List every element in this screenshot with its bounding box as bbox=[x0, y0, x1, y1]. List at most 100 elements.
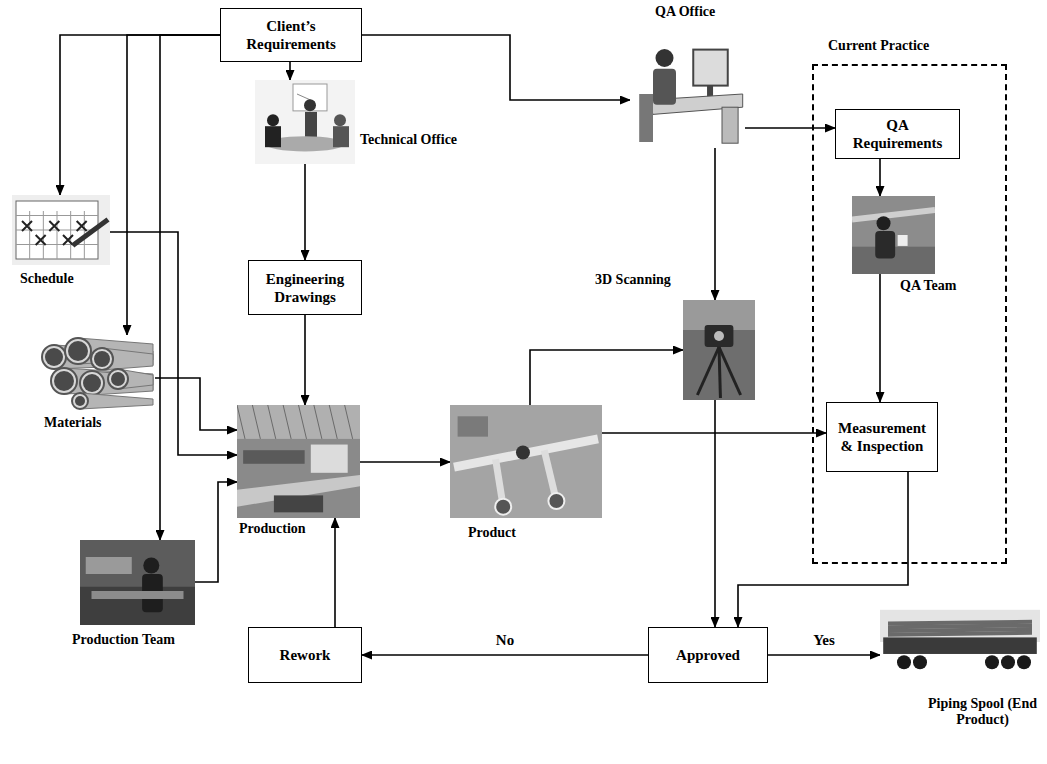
flow-arrow bbox=[530, 350, 683, 405]
caption: Current Practice bbox=[828, 38, 929, 54]
photo-node: Production bbox=[237, 405, 360, 518]
illustration-part bbox=[875, 231, 895, 258]
box-label: Client’s Requirements bbox=[246, 17, 336, 53]
illustration-part bbox=[51, 368, 77, 394]
photo-illustration bbox=[683, 300, 755, 400]
illustration-part bbox=[80, 587, 195, 625]
illustration-part bbox=[656, 49, 674, 67]
flow-arrow bbox=[879, 159, 881, 196]
photo-node: QA Team bbox=[852, 196, 935, 274]
illustration-part bbox=[237, 405, 245, 439]
caption: Schedule bbox=[20, 271, 74, 287]
process-box: Approved bbox=[648, 627, 768, 683]
caption: Materials bbox=[44, 415, 102, 431]
illustration-part bbox=[40, 335, 155, 410]
illustration-part bbox=[268, 405, 276, 439]
illustration-part bbox=[697, 347, 719, 395]
illustration-part bbox=[883, 637, 1037, 654]
illustration-part bbox=[913, 655, 927, 669]
box-label: Measurement & Inspection bbox=[838, 419, 926, 455]
photo-node: QA Office bbox=[630, 28, 745, 148]
illustration-part bbox=[16, 215, 98, 216]
photo-node: Piping Spool (End Product) bbox=[880, 596, 1040, 688]
illustration-part bbox=[345, 405, 353, 439]
illustration-part bbox=[16, 244, 98, 245]
illustration-part bbox=[73, 220, 108, 246]
flow-arrow bbox=[155, 378, 237, 430]
illustration-part bbox=[267, 114, 279, 126]
flow-arrow bbox=[602, 432, 826, 434]
illustration-part bbox=[252, 405, 260, 439]
illustration-part bbox=[458, 416, 488, 436]
flow-arrow bbox=[304, 315, 306, 405]
caption: QA Office bbox=[655, 4, 715, 20]
illustration-part bbox=[22, 221, 32, 231]
illustration-part bbox=[86, 557, 132, 574]
illustration-part bbox=[80, 371, 104, 395]
illustration-part bbox=[719, 347, 720, 398]
illustration-part bbox=[91, 348, 113, 370]
illustration-part bbox=[450, 405, 602, 518]
photo-node: Product bbox=[450, 405, 602, 518]
flow-arrow bbox=[362, 35, 630, 100]
illustration-part bbox=[329, 405, 337, 439]
illustration-part bbox=[265, 126, 281, 147]
illustration-part bbox=[83, 374, 101, 392]
flow-arrow bbox=[768, 654, 880, 656]
photo-illustration bbox=[12, 195, 110, 265]
illustration-part bbox=[314, 405, 322, 439]
flow-arrow bbox=[879, 274, 881, 402]
illustration-part bbox=[1001, 655, 1015, 669]
flow-arrow bbox=[334, 518, 336, 627]
edge-label: Yes bbox=[810, 632, 838, 649]
illustration-part bbox=[985, 655, 999, 669]
caption: Production bbox=[239, 521, 306, 537]
caption: Product bbox=[468, 525, 516, 541]
flow-arrow bbox=[195, 482, 237, 582]
illustration-part bbox=[80, 540, 195, 625]
box-label: Engineering Drawings bbox=[266, 270, 344, 306]
flow-arrow bbox=[304, 164, 306, 260]
edge-label: No bbox=[493, 632, 517, 649]
illustration-part bbox=[639, 94, 653, 142]
photo-illustration bbox=[852, 196, 935, 274]
photo-node: Schedule bbox=[12, 195, 110, 265]
photo-node: Production Team bbox=[80, 540, 195, 625]
illustration-part bbox=[94, 351, 110, 367]
illustration-part bbox=[548, 493, 564, 509]
illustration-part bbox=[888, 625, 1032, 627]
photo-illustration bbox=[40, 335, 155, 410]
flow-arrow bbox=[127, 35, 220, 335]
illustration-part bbox=[852, 196, 935, 274]
illustration-part bbox=[888, 629, 1032, 631]
photo-illustration bbox=[80, 540, 195, 625]
illustration-part bbox=[80, 393, 153, 409]
illustration-part bbox=[283, 405, 291, 439]
illustration-part bbox=[274, 495, 323, 512]
illustration-part bbox=[705, 325, 734, 347]
photo-illustration bbox=[255, 80, 355, 164]
illustration-part bbox=[54, 371, 74, 391]
illustration-part bbox=[722, 107, 738, 143]
photo-node: Materials bbox=[40, 335, 155, 410]
process-box: Rework bbox=[248, 627, 362, 683]
illustration-part bbox=[12, 195, 110, 265]
illustration-part bbox=[45, 348, 63, 366]
flow-arrow bbox=[289, 62, 291, 80]
illustration-part bbox=[877, 216, 891, 230]
illustration-part bbox=[237, 405, 360, 518]
process-box: Client’s Requirements bbox=[220, 8, 362, 62]
illustration-part bbox=[293, 84, 327, 111]
illustration-part bbox=[1017, 655, 1031, 669]
illustration-part bbox=[516, 445, 530, 459]
illustration-part bbox=[68, 341, 88, 361]
illustration-part bbox=[70, 211, 71, 259]
illustration-part bbox=[714, 331, 724, 341]
flow-arrow bbox=[360, 461, 450, 463]
illustration-part bbox=[72, 393, 88, 409]
flow-arrow bbox=[745, 127, 835, 129]
illustration-part bbox=[852, 210, 935, 219]
illustration-part bbox=[898, 235, 908, 246]
illustration-part bbox=[108, 369, 128, 389]
illustration-part bbox=[454, 439, 598, 467]
